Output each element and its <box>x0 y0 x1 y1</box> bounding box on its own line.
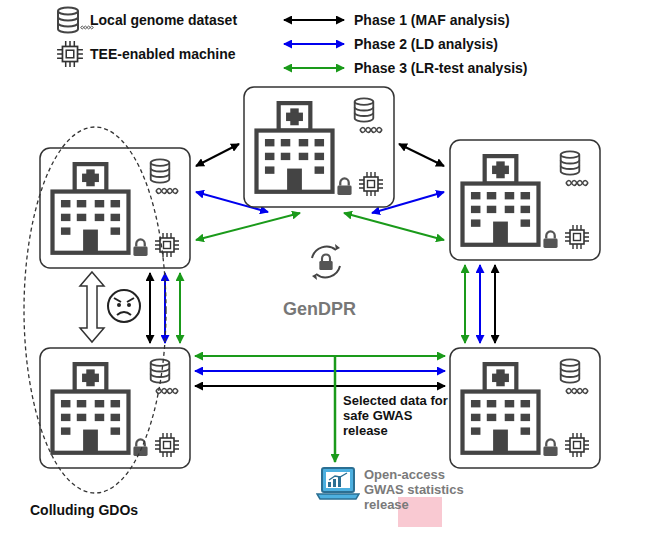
legend-arrow <box>284 43 344 45</box>
drawing-part <box>196 144 239 166</box>
drawing-part <box>464 265 466 343</box>
laptop-icon <box>316 464 360 508</box>
drawing-part <box>127 303 131 307</box>
legend-arrow <box>284 67 344 69</box>
chip-icon <box>57 41 83 67</box>
legend-text: TEE-enabled machine <box>90 46 235 62</box>
legend-text: Phase 2 (LD analysis) <box>354 36 498 52</box>
drawing-part <box>479 265 481 343</box>
arrow-label: Selected data for safe GWAS release <box>343 394 453 439</box>
legend-arrow <box>284 19 344 21</box>
database-icon <box>58 8 78 33</box>
group-label: Colluding GDOs <box>30 502 138 518</box>
hospital-gdo <box>244 87 394 207</box>
hospital-gdo <box>40 348 190 468</box>
drawing-part <box>312 274 317 280</box>
drawing-part <box>344 213 444 240</box>
drawing-part <box>494 265 496 343</box>
release-label: Open-access GWAS statistics release <box>364 468 476 513</box>
drawing-part <box>335 244 340 250</box>
hospital-gdo <box>40 148 190 268</box>
drawing-part <box>179 273 181 343</box>
dashed-ellipse <box>22 124 168 496</box>
gwas-release: Open-access GWAS statistics release <box>316 464 486 534</box>
drawing-part <box>195 355 445 357</box>
drawing-part <box>319 254 332 270</box>
system-name: GenDPR <box>283 299 356 320</box>
legend-text: Phase 1 (MAF analysis) <box>354 12 510 28</box>
hospital-gdo <box>450 140 600 260</box>
collusion-arrow <box>80 272 104 342</box>
drawing-part <box>117 303 121 307</box>
legend-text: Local genome dataset <box>90 12 237 28</box>
drawing-part <box>399 144 444 166</box>
drawing-part <box>334 356 337 462</box>
angry-face <box>108 290 140 322</box>
drawing-part <box>196 213 300 240</box>
drawing-part <box>195 370 445 372</box>
hospital-gdo <box>450 348 600 468</box>
drawing-part <box>117 312 131 315</box>
drawing-part <box>195 385 445 387</box>
drawing-part <box>114 298 134 302</box>
cycle-lock-icon <box>312 244 340 280</box>
legend-text: Phase 3 (LR-test analysis) <box>354 60 528 76</box>
drawing-part <box>108 290 140 322</box>
drawing-part <box>149 273 151 343</box>
colluding-group: Colluding GDOs <box>22 124 168 532</box>
